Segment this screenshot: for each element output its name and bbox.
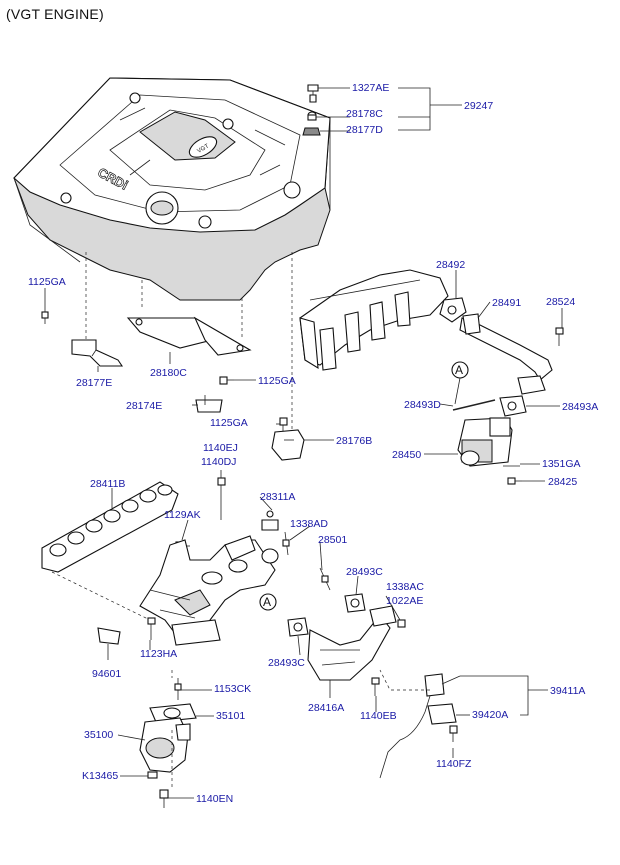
sensor-39411a[interactable]: [379, 673, 461, 779]
label-28174e: 28174E: [126, 400, 162, 412]
gasket-28493a[interactable]: [499, 395, 527, 417]
egr-cooler-28416a[interactable]: [307, 605, 397, 681]
bolt-28425[interactable]: [507, 477, 522, 485]
label-28177d: 28177D: [346, 124, 383, 136]
label-k13465: K13465: [82, 770, 118, 782]
turbocharger-35100[interactable]: [139, 717, 191, 773]
bolt-1125ga-mid[interactable]: [219, 376, 234, 385]
label-39420a: 39420A: [472, 709, 508, 721]
label-39411a: 39411A: [550, 685, 585, 697]
bracket-28176b[interactable]: [271, 429, 305, 461]
grommet-28177d[interactable]: [302, 127, 321, 136]
label-1022ae: 1022AE: [386, 595, 423, 607]
label-1351ga: 1351GA: [542, 458, 581, 470]
label-1153ck: 1153CK: [214, 683, 251, 695]
label-35101: 35101: [216, 710, 245, 722]
bolt-1125ga-left[interactable]: [41, 311, 49, 324]
bracket-28174e[interactable]: [195, 395, 223, 413]
label-28425: 28425: [548, 476, 577, 488]
label-28493c-b: 28493C: [268, 657, 305, 669]
label-1327ae: 1327AE: [352, 82, 389, 94]
bracket-94601[interactable]: [97, 627, 121, 645]
gasket-28493c-upper[interactable]: [344, 593, 366, 613]
label-1140eb: 1140EB: [360, 710, 397, 722]
label-28492: 28492: [436, 259, 465, 271]
label-1140ej: 1140EJ: [203, 442, 238, 454]
label-28311a: 28311A: [260, 491, 295, 503]
callout-a-upper-letter: A: [455, 363, 463, 377]
bracket-28180c[interactable]: [126, 316, 252, 356]
label-1129ak: 1129AK: [164, 509, 201, 521]
bolt-1140eb[interactable]: [371, 677, 380, 696]
label-29247: 29247: [464, 100, 493, 112]
label-28180c: 28180C: [150, 367, 187, 379]
label-1140fz: 1140FZ: [436, 758, 472, 770]
callout-a-lower: A: [259, 593, 277, 611]
label-28416a: 28416A: [308, 702, 344, 714]
bolt-1140en[interactable]: [159, 789, 169, 808]
label-28411b: 28411B: [90, 478, 125, 490]
label-1125ga-a: 1125GA: [28, 276, 66, 288]
bolt-1327ae[interactable]: [307, 84, 319, 103]
egr-valve-28450[interactable]: [457, 417, 513, 467]
bracket-28177e[interactable]: [71, 339, 124, 367]
cover-badge-vgt: VGT: [196, 143, 210, 155]
bolt-1140fz[interactable]: [449, 725, 458, 742]
label-28450: 28450: [392, 449, 421, 461]
label-28493a: 28493A: [562, 401, 598, 413]
gasket-28411b[interactable]: [41, 481, 179, 573]
stud-1140ej[interactable]: [217, 477, 226, 520]
label-1125ga-b: 1125GA: [258, 375, 296, 387]
exhaust-manifold[interactable]: [139, 535, 279, 646]
label-28493c-a: 28493C: [346, 566, 383, 578]
label-28176b: 28176B: [336, 435, 372, 447]
gasket-28493c-lower[interactable]: [287, 617, 309, 637]
label-28177e: 28177E: [76, 377, 112, 389]
stud-1153ck[interactable]: [174, 678, 182, 700]
stud-28501[interactable]: [319, 567, 331, 591]
bolt-1123ha[interactable]: [147, 617, 156, 640]
gasket-28493d[interactable]: [452, 399, 496, 411]
egr-pipe-28491[interactable]: [459, 313, 553, 395]
part-28311a[interactable]: [261, 510, 279, 531]
bolt-28524[interactable]: [555, 327, 564, 346]
label-1140dj: 1140DJ: [201, 456, 236, 468]
label-28524: 28524: [546, 296, 575, 308]
label-1123ha: 1123HA: [140, 648, 177, 660]
label-28501: 28501: [318, 534, 347, 546]
label-1338ac: 1338AC: [386, 581, 424, 593]
callout-a-lower-letter: A: [263, 595, 271, 609]
label-1125ga-c: 1125GA: [210, 417, 248, 429]
label-94601: 94601: [92, 668, 121, 680]
label-28491: 28491: [492, 297, 521, 309]
intake-manifold[interactable]: [299, 269, 449, 371]
label-28178c: 28178C: [346, 108, 383, 120]
label-28493d: 28493D: [404, 399, 441, 411]
ring-k13465[interactable]: [147, 771, 158, 779]
label-1140en: 1140EN: [196, 793, 233, 805]
gasket-35101[interactable]: [149, 703, 197, 723]
callout-a-upper: A: [451, 361, 469, 405]
diagram-title: (VGT ENGINE): [6, 6, 104, 22]
stud-1338ad[interactable]: [282, 531, 290, 556]
grommet-28178c[interactable]: [307, 111, 317, 121]
gasket-28492[interactable]: [439, 297, 467, 323]
label-1338ad: 1338AD: [290, 518, 328, 530]
bolt-1125ga-lower[interactable]: [279, 417, 288, 432]
label-35100: 35100: [84, 729, 113, 741]
nut-1338ac[interactable]: [397, 619, 406, 628]
engine-cover[interactable]: VGT CRDi: [13, 77, 331, 301]
